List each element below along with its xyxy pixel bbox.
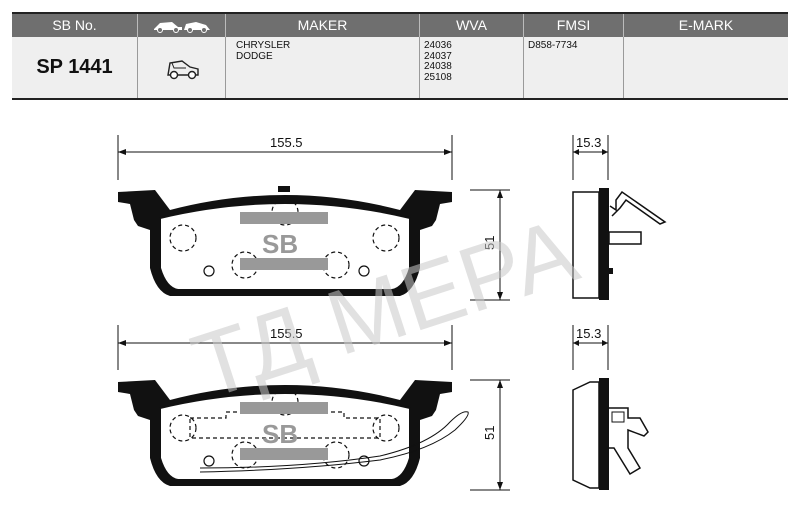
header-fmsi: FMSI xyxy=(524,14,624,37)
fmsi-code: D858-7734 xyxy=(528,40,578,51)
maker-item: CHRYSLER xyxy=(236,40,291,51)
logo-text: SB xyxy=(262,229,298,259)
wva-item: 24038 xyxy=(424,61,452,72)
emark-cell xyxy=(624,37,788,98)
car-icon xyxy=(153,22,210,33)
top-pad-side-view: 15.3 xyxy=(572,135,667,300)
table-row: SP 1441 CHRYSLER DODGE 24036 24037 24038… xyxy=(12,37,788,98)
header-maker: MAKER xyxy=(226,14,420,37)
pad-face xyxy=(159,202,411,291)
bottom-pad-front-view: 155.5 SB 51 xyxy=(117,325,510,491)
bottom-width-label: 155.5 xyxy=(270,326,303,341)
spec-table: SB No. MAKER WVA FMSI E-MARK SP 1441 CHR… xyxy=(12,12,788,100)
bottom-pad-side-view: 15.3 xyxy=(572,325,649,490)
pad-face xyxy=(159,392,411,481)
sb-logo: SB xyxy=(240,212,328,270)
logo-text: SB xyxy=(262,419,298,449)
header-vehicle xyxy=(138,14,226,37)
maker-list: CHRYSLER DODGE xyxy=(226,37,420,98)
sb-number: SP 1441 xyxy=(12,37,138,98)
wva-item: 25108 xyxy=(424,71,452,83)
bottom-height-label: 51 xyxy=(482,426,497,440)
top-thickness-label: 15.3 xyxy=(576,135,601,150)
top-height-label: 51 xyxy=(482,236,497,250)
header-sb-no: SB No. xyxy=(12,14,138,37)
wva-item: 24036 xyxy=(424,40,452,51)
wva-item: 24037 xyxy=(424,50,452,62)
header-wva: WVA xyxy=(420,14,524,37)
maker-item: DODGE xyxy=(236,50,273,62)
top-width-label: 155.5 xyxy=(270,135,303,150)
bottom-thickness-label: 15.3 xyxy=(576,326,601,341)
wva-list: 24036 24037 24038 25108 xyxy=(420,37,524,98)
top-pad-front-view: 155.5 SB 51 xyxy=(117,135,510,301)
car-icon xyxy=(166,60,199,80)
header-emark: E-MARK xyxy=(678,17,734,33)
table-header: SB No. MAKER WVA FMSI E-MARK xyxy=(12,14,788,37)
sb-logo: SB xyxy=(240,402,328,460)
vehicle-cell xyxy=(138,37,226,98)
technical-drawing: 155.5 SB 51 15.3 xyxy=(117,135,667,491)
fmsi-cell: D858-7734 xyxy=(524,37,624,98)
